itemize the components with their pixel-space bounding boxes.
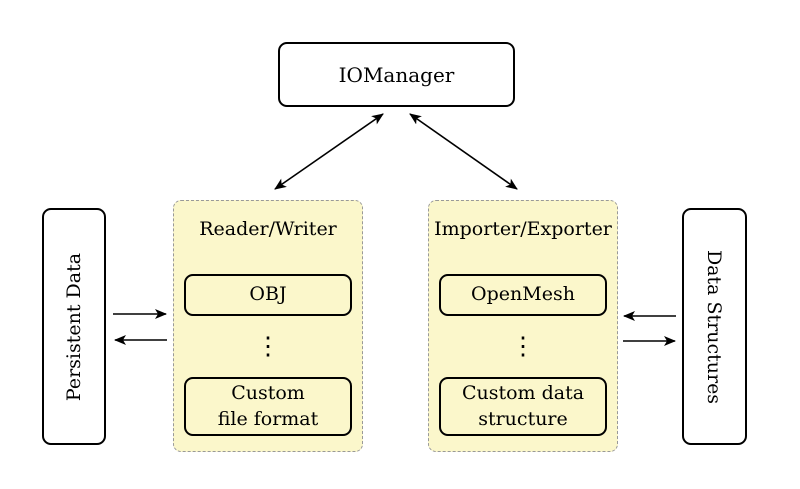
- node-persistent-data: Persistent Data: [42, 208, 106, 445]
- reader-writer-title: Reader/Writer: [199, 218, 337, 240]
- openmesh-label: OpenMesh: [471, 283, 575, 306]
- iomanager-label: IOManager: [338, 62, 455, 87]
- arrow-iomanager-importer-exporter: [409, 113, 518, 190]
- node-iomanager: IOManager: [278, 42, 515, 107]
- node-obj: OBJ: [184, 274, 352, 316]
- custom-data-structure-line1: Custom data: [461, 382, 585, 405]
- obj-label: OBJ: [249, 283, 287, 306]
- custom-file-format-line1: Custom: [231, 382, 305, 405]
- arrow-iomanager-reader-writer: [274, 113, 384, 190]
- panel-importer-exporter: Importer/Exporter OpenMesh ⋮ Custom data…: [428, 200, 618, 452]
- importer-exporter-title: Importer/Exporter: [434, 218, 612, 240]
- persistent-data-label: Persistent Data: [63, 252, 85, 401]
- vertical-ellipsis-left: ⋮: [255, 331, 281, 360]
- node-data-structures: Data Structures: [682, 208, 747, 445]
- vertical-ellipsis-right: ⋮: [510, 331, 536, 360]
- custom-file-format-line2: file format: [217, 407, 319, 430]
- panel-reader-writer: Reader/Writer OBJ ⋮ Custom file format: [173, 200, 363, 452]
- node-custom-data-structure: Custom data structure: [439, 377, 607, 436]
- node-custom-file-format: Custom file format: [184, 377, 352, 436]
- custom-data-structure-line2: structure: [478, 407, 568, 430]
- data-structures-label: Data Structures: [703, 249, 726, 404]
- node-openmesh: OpenMesh: [439, 274, 607, 316]
